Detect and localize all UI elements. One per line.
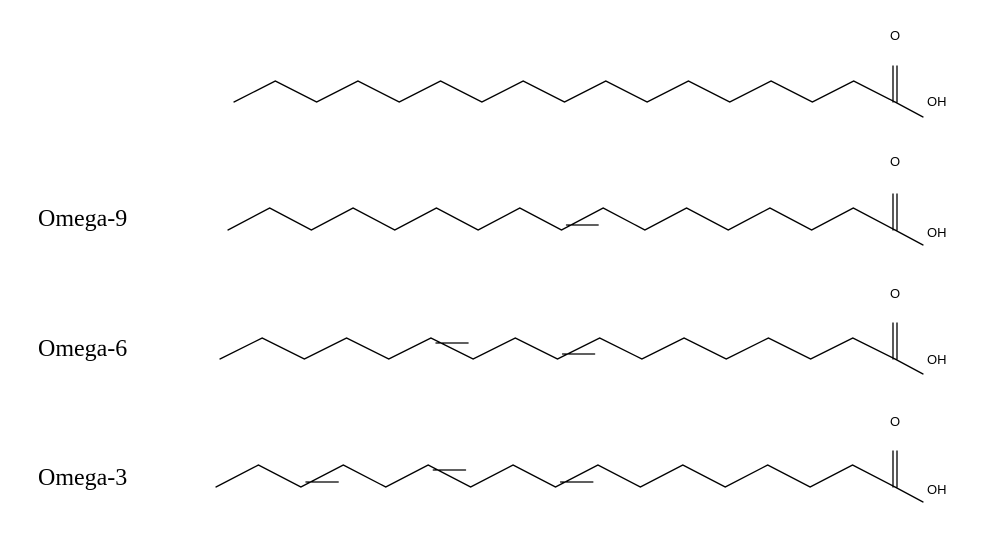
single-bond [274, 80, 318, 103]
oxygen-atom-label: O [890, 414, 900, 429]
single-bond [215, 464, 260, 488]
single-bond [219, 337, 263, 360]
single-bond [394, 207, 438, 231]
molecule-label: Omega-6 [38, 336, 127, 362]
single-bond [385, 464, 429, 488]
double-bond [300, 464, 344, 488]
single-bond [388, 337, 432, 360]
single-bond [725, 337, 770, 360]
single-bond [852, 207, 896, 231]
single-bond [597, 464, 642, 488]
single-bond [685, 207, 729, 231]
double-bond [560, 207, 604, 231]
single-bond [724, 464, 769, 488]
single-bond [342, 464, 387, 488]
carbon-chain [227, 193, 924, 246]
single-bond [605, 80, 648, 103]
molecule-row-saturated: O OH [233, 28, 947, 118]
single-bond [519, 207, 563, 231]
oxygen-atom-label: O [890, 28, 900, 43]
single-bond [257, 464, 302, 488]
single-bond [233, 80, 276, 103]
single-bond [729, 80, 772, 103]
single-bond [227, 207, 271, 231]
single-bond [767, 337, 812, 360]
oxygen-atom-label: O [890, 154, 900, 169]
single-bond [809, 337, 854, 360]
single-bond [269, 207, 313, 231]
carbon-chain [215, 450, 924, 503]
carbon-chain [219, 322, 924, 375]
hydroxyl-bond [894, 358, 924, 375]
single-bond [303, 337, 348, 360]
double-bond [430, 337, 474, 360]
single-bond [767, 464, 811, 488]
single-bond [315, 80, 359, 103]
single-bond [345, 337, 390, 360]
hydroxyl-group-label: OH [927, 94, 947, 109]
single-bond [352, 207, 396, 231]
hydroxyl-bond [894, 229, 924, 246]
single-bond [687, 80, 731, 103]
single-bond [641, 337, 685, 360]
single-bond [639, 464, 684, 488]
double-bond [427, 464, 472, 488]
single-bond [644, 207, 688, 231]
hydroxyl-group-label: OH [927, 225, 947, 240]
double-bond [556, 337, 601, 360]
molecule-row-omega-9: Omega-9 O OH [38, 154, 947, 246]
hydroxyl-group-label: OH [927, 482, 947, 497]
molecule-label: Omega-3 [38, 465, 127, 491]
single-bond [481, 80, 524, 103]
single-bond [811, 80, 855, 103]
single-bond [810, 207, 854, 231]
single-bond [477, 207, 521, 231]
single-bond [469, 464, 514, 488]
single-bond [770, 80, 814, 103]
single-bond [809, 464, 854, 488]
single-bond [646, 80, 690, 103]
single-bond [852, 337, 896, 360]
single-bond [310, 207, 354, 231]
single-bond [851, 464, 896, 488]
molecule-row-omega-3: Omega-3 O OH [38, 414, 947, 503]
double-bond [554, 464, 599, 488]
single-bond [261, 337, 306, 360]
single-bond [563, 80, 607, 103]
single-bond [357, 80, 400, 103]
single-bond [682, 464, 726, 488]
hydroxyl-group-label: OH [927, 352, 947, 367]
molecule-label: Omega-9 [38, 206, 127, 232]
single-bond [398, 80, 442, 103]
single-bond [853, 80, 896, 103]
single-bond [439, 80, 483, 103]
single-bond [435, 207, 479, 231]
carbon-chain [233, 65, 924, 118]
single-bond [514, 337, 559, 360]
single-bond [683, 337, 727, 360]
single-bond [602, 207, 646, 231]
single-bond [472, 337, 516, 360]
single-bond [599, 337, 643, 360]
single-bond [522, 80, 566, 103]
single-bond [769, 207, 813, 231]
hydroxyl-bond [894, 486, 924, 503]
single-bond [512, 464, 557, 488]
hydroxyl-bond [894, 101, 924, 118]
oxygen-atom-label: O [890, 286, 900, 301]
molecule-row-omega-6: Omega-6 O OH [38, 286, 947, 375]
single-bond [727, 207, 771, 231]
